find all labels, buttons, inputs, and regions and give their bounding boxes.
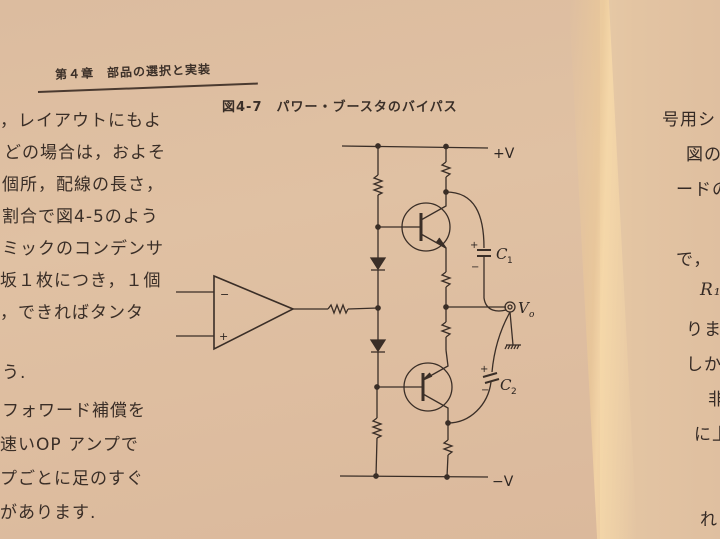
- text-line: 非: [708, 390, 720, 410]
- c1-bypass-lead: [445, 191, 485, 249]
- c2-minus-label: −: [481, 385, 489, 396]
- positive-rail-label: +V: [493, 146, 515, 162]
- text-line: 図の: [686, 145, 720, 165]
- text-line: 個所，配線の長さ，: [2, 175, 164, 195]
- text-line: 速いOP アンプで: [0, 435, 139, 455]
- text-line: 号用シ: [662, 110, 716, 130]
- text-line: ，できればタンタ: [0, 303, 144, 323]
- c2-plus-label: +: [480, 364, 488, 375]
- text-line: に上: [694, 425, 720, 445]
- text-line: どの場合は，およそ: [4, 143, 166, 163]
- text-line: 割合で図4-5のよう: [2, 207, 159, 227]
- text-line: ードの: [676, 180, 720, 200]
- emitter-resistor-top: [440, 271, 452, 288]
- figure-caption: 図4-7 パワー・ブースタのバイパス: [222, 100, 458, 115]
- text-line: ，レイアウトにもよ: [0, 111, 162, 131]
- text-line: R₁: [700, 280, 720, 300]
- c2-subscript: 2: [511, 387, 517, 397]
- diode-top: [369, 257, 387, 271]
- output-terminal: [504, 301, 516, 313]
- text-line: プごとに足のすぐ: [0, 469, 144, 489]
- pnp-transistor: [403, 362, 453, 412]
- opamp-noninverting-label: +: [219, 330, 228, 343]
- text-line: う.: [2, 363, 27, 383]
- text-line: れ: [700, 510, 718, 530]
- c1-plus-label: +: [470, 240, 478, 251]
- text-line: 坂１枚につき，１個: [0, 271, 162, 291]
- input-resistor: [327, 303, 349, 315]
- c1-subscript: 1: [507, 256, 513, 266]
- emitter-resistor-bottom: [440, 321, 452, 338]
- capacitor-c2: [482, 372, 498, 378]
- c1-label: C: [496, 245, 508, 263]
- output-subscript: o: [529, 310, 535, 320]
- opamp-inverting-label: −: [220, 288, 229, 301]
- text-line: しか: [686, 355, 720, 375]
- c2-bypass-lead: [491, 311, 511, 373]
- op-amp: [213, 274, 295, 351]
- c2-label: C: [500, 376, 512, 394]
- collector-resistor-top: [440, 161, 452, 178]
- positive-rail: [341, 145, 489, 149]
- negative-rail: [339, 475, 489, 478]
- text-line: ミックのコンデンサ: [2, 239, 164, 259]
- bias-resistor-bottom: [371, 417, 383, 439]
- text-line: があります.: [0, 503, 97, 523]
- npn-transistor: [401, 202, 451, 252]
- bias-resistor-top: [372, 174, 384, 196]
- diode-bottom: [369, 339, 387, 353]
- output-label: V: [518, 299, 531, 317]
- text-line: フォワード補償を: [2, 401, 146, 421]
- collector-resistor-bottom: [442, 439, 454, 456]
- text-line: りま: [686, 320, 720, 340]
- text-line: で，: [676, 250, 712, 270]
- c1-minus-label: −: [471, 262, 479, 273]
- negative-rail-label: −V: [492, 474, 514, 490]
